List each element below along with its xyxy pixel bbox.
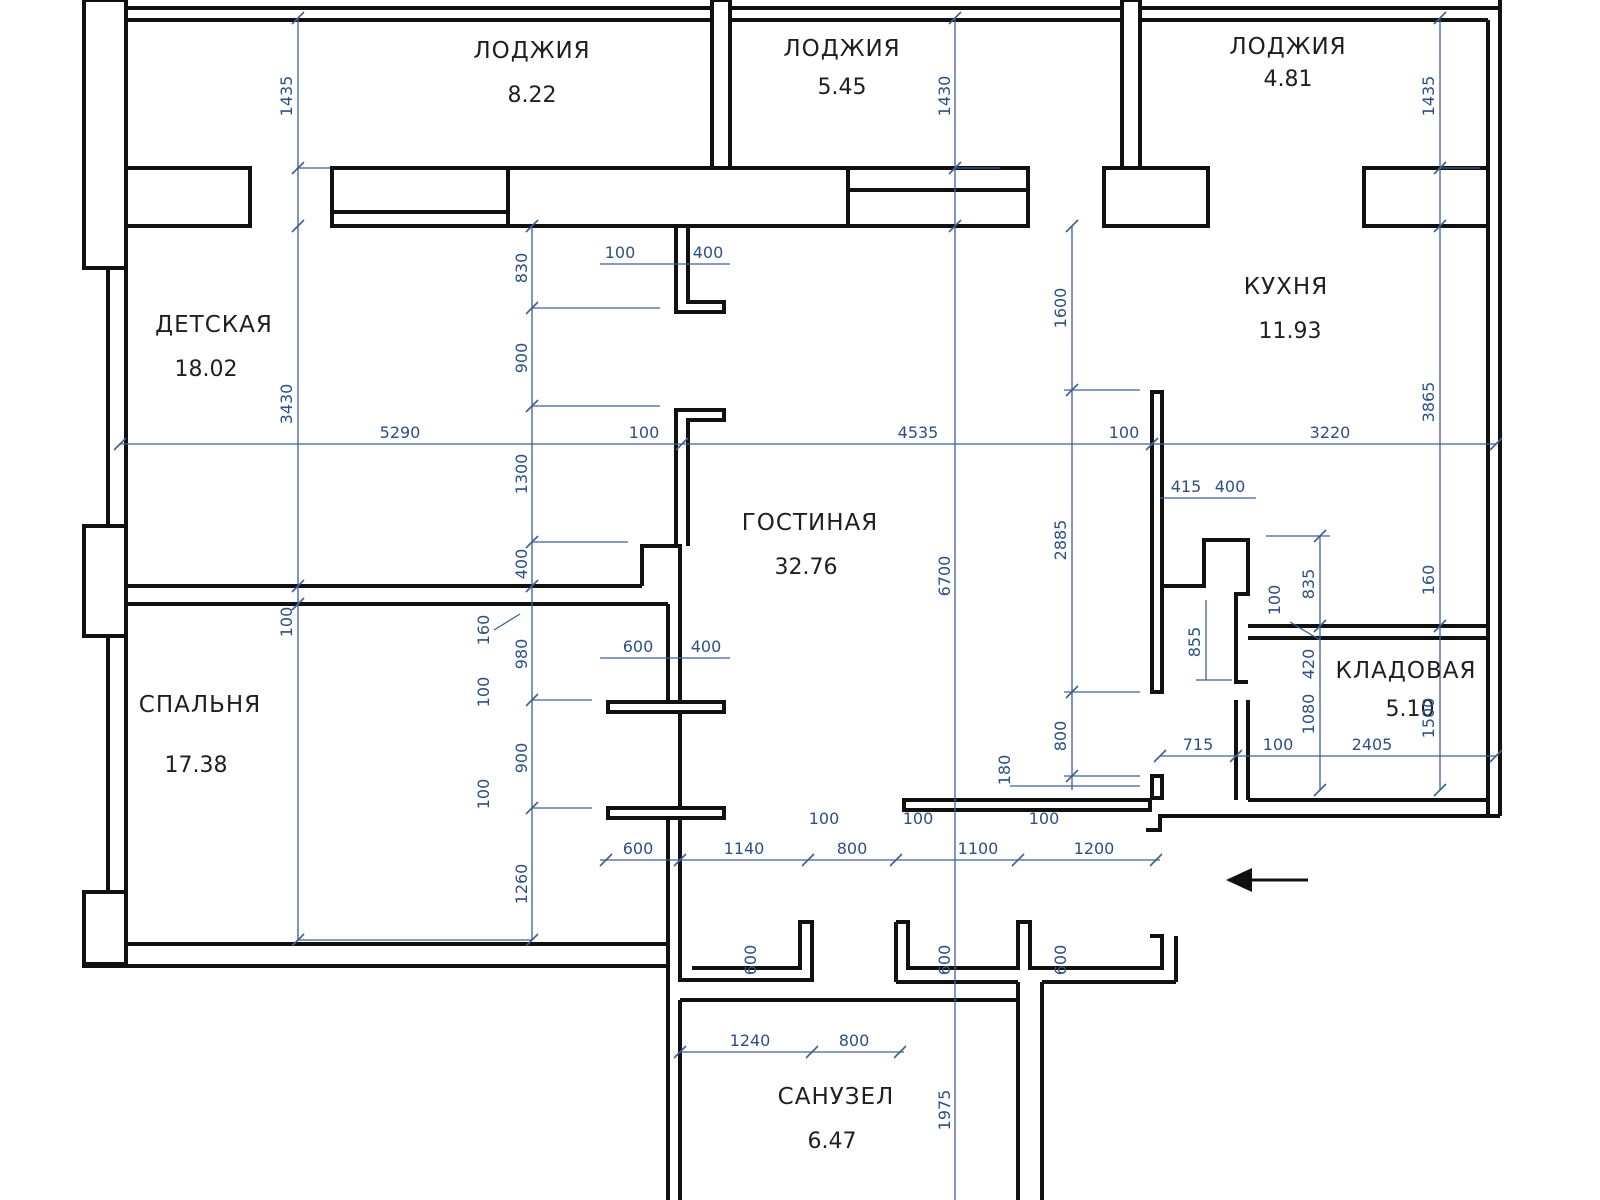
- room-name: КЛАДОВАЯ: [1336, 658, 1477, 684]
- room-area: 11.93: [1259, 319, 1322, 344]
- room-name: ЛОДЖИЯ: [783, 36, 900, 62]
- dimension-label: 1430: [935, 76, 954, 117]
- room-labels: ЛОДЖИЯ 8.22 ЛОДЖИЯ 5.45 ЛОДЖИЯ 4.81 ДЕТС…: [139, 34, 1477, 1154]
- dimension-label: 980: [512, 639, 531, 670]
- dimension-label: 1435: [1419, 76, 1438, 117]
- dimension-label: 400: [693, 243, 724, 262]
- room-area: 17.38: [165, 753, 228, 778]
- dimension-label: 1100: [958, 839, 999, 858]
- room-area: 4.81: [1264, 67, 1313, 92]
- dimension-label: 160: [474, 615, 493, 646]
- dimension-label: 1080: [1299, 694, 1318, 735]
- dimension-label: 600: [741, 945, 760, 976]
- dimension-label: 600: [935, 945, 954, 976]
- dimension-label: 3220: [1310, 423, 1351, 442]
- dimension-label: 100: [1029, 809, 1060, 828]
- room-area: 32.76: [775, 555, 838, 580]
- dimension-lines: [120, 18, 1496, 1200]
- dimension-label: 800: [837, 839, 868, 858]
- room-name: СПАЛЬНЯ: [139, 692, 261, 718]
- dimension-label: 3430: [277, 384, 296, 425]
- dimension-ticks: [113, 11, 1503, 1059]
- dimension-label: 160: [1419, 565, 1438, 596]
- dimension-label: 100: [903, 809, 934, 828]
- room-area: 18.02: [175, 357, 238, 382]
- room-area: 8.22: [508, 83, 557, 108]
- dimension-label: 400: [1215, 477, 1246, 496]
- dimension-label: 400: [512, 549, 531, 580]
- dimension-label: 100: [629, 423, 660, 442]
- dimension-label: 600: [623, 839, 654, 858]
- dimension-label: 600: [1051, 945, 1070, 976]
- dimension-label: 4535: [898, 423, 939, 442]
- dimension-label: 830: [512, 253, 531, 284]
- dimension-label: 900: [512, 343, 531, 374]
- dimension-label: 3865: [1419, 382, 1438, 423]
- room-area: 6.47: [808, 1129, 857, 1154]
- room-area: 5.45: [818, 75, 867, 100]
- dimension-label: 1500: [1419, 698, 1438, 739]
- dimension-label: 100: [1263, 735, 1294, 754]
- dimension-label: 100: [1109, 423, 1140, 442]
- dimension-label: 100: [809, 809, 840, 828]
- room-name: КУХНЯ: [1244, 274, 1328, 300]
- room-name: САНУЗЕЛ: [778, 1084, 895, 1110]
- walls: [82, 0, 1502, 1200]
- dimension-label: 1200: [1074, 839, 1115, 858]
- left-arrow-icon: [1226, 868, 1308, 892]
- dimension-label: 715: [1183, 735, 1214, 754]
- dimension-label: 900: [512, 743, 531, 774]
- dimension-label: 415: [1171, 477, 1202, 496]
- dimension-label: 1140: [724, 839, 765, 858]
- dimension-label: 5290: [380, 423, 421, 442]
- dimension-label: 420: [1299, 649, 1318, 680]
- dimension-label: 100: [277, 607, 296, 638]
- dimension-label: 100: [474, 677, 493, 708]
- dimension-label: 2885: [1051, 520, 1070, 561]
- dimension-label: 835: [1299, 569, 1318, 600]
- dimension-label: 180: [995, 755, 1014, 786]
- dimension-label: 800: [1051, 721, 1070, 752]
- dimension-label: 100: [1265, 585, 1284, 616]
- dimension-label: 800: [839, 1031, 870, 1050]
- dimension-label: 1975: [935, 1090, 954, 1131]
- room-name: ГОСТИНАЯ: [742, 510, 878, 536]
- dimension-label: 1300: [512, 454, 531, 495]
- dimension-labels: 1435 1430 1435 100 400 830 900 1600 3430…: [277, 76, 1438, 1131]
- dimension-label: 400: [691, 637, 722, 656]
- dimension-label: 6700: [935, 556, 954, 597]
- dimension-label: 100: [474, 779, 493, 810]
- room-name: ЛОДЖИЯ: [1229, 34, 1346, 60]
- room-area: 5.10: [1386, 697, 1435, 722]
- dimension-label: 855: [1185, 627, 1204, 658]
- dimension-label: 600: [623, 637, 654, 656]
- room-name: ЛОДЖИЯ: [473, 38, 590, 64]
- dimension-label: 1435: [277, 76, 296, 117]
- dimension-label: 2405: [1352, 735, 1393, 754]
- dimension-label: 1600: [1051, 288, 1070, 329]
- dimension-label: 1260: [512, 864, 531, 905]
- dimension-label: 1240: [730, 1031, 771, 1050]
- room-name: ДЕТСКАЯ: [155, 312, 273, 338]
- dimension-label: 100: [605, 243, 636, 262]
